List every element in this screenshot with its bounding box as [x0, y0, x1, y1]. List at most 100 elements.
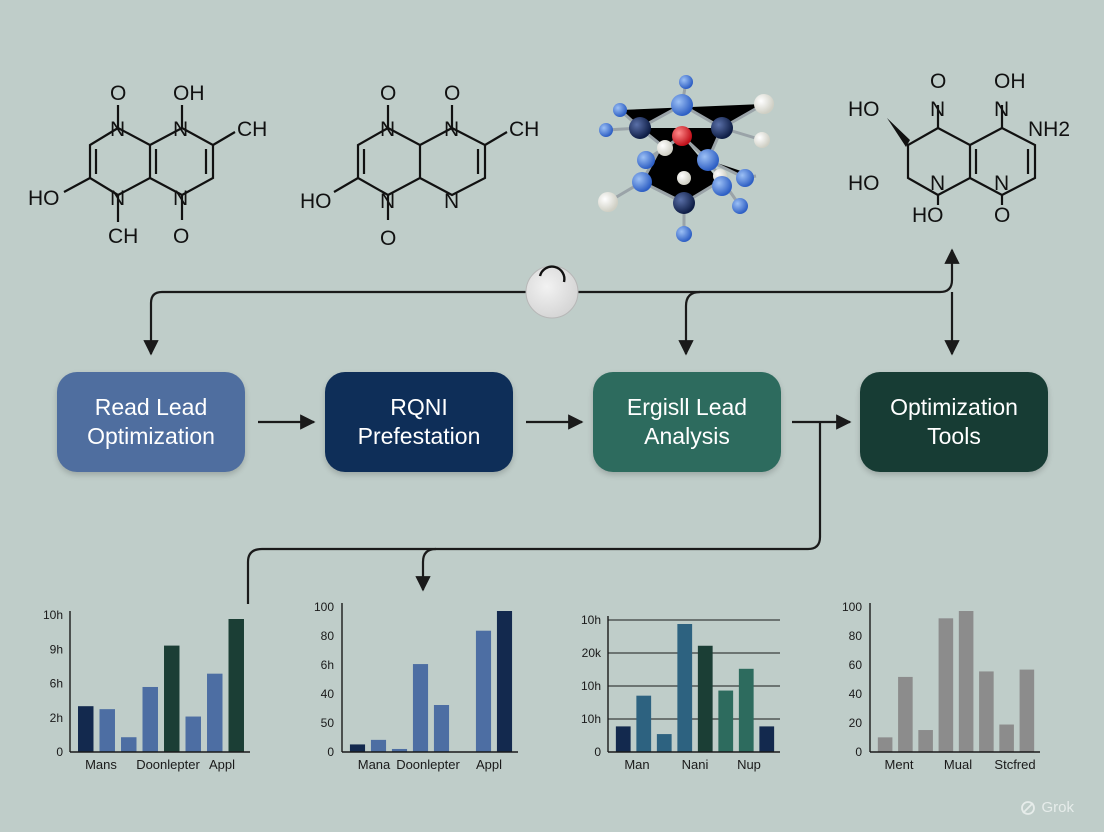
bar [697, 645, 713, 752]
step-label: RQNI Prefestation [357, 394, 481, 449]
connector-to-chart-2 [415, 547, 437, 592]
y-tick-label: 10h [581, 712, 601, 726]
atom-label: CH [108, 225, 138, 248]
y-tick-label: 0 [327, 745, 334, 759]
bar [636, 695, 652, 752]
y-tick-label: 60 [849, 658, 863, 672]
atom-label: O [173, 225, 189, 248]
molecule-1-labels: O OH N N CH HO N N CH O [28, 82, 267, 248]
atom-label: HO [28, 187, 60, 210]
bar [677, 624, 693, 752]
x-tick-label: Nup [737, 757, 761, 772]
atom-label: N [173, 118, 188, 141]
bar [938, 618, 954, 752]
x-tick-label: Nani [682, 757, 709, 772]
bar [142, 686, 158, 752]
connector-top-to-box-3 [576, 248, 960, 294]
atom-label: N [173, 187, 188, 210]
atom-label: O [444, 82, 460, 105]
atom-label: N [994, 172, 1009, 195]
step-read-lead-optimization[interactable]: Read Lead Optimization [57, 372, 245, 472]
bar [164, 645, 180, 752]
bar [99, 709, 115, 752]
bar [918, 730, 933, 752]
watermark-text: Grok [1041, 799, 1074, 816]
y-tick-label: 50 [321, 716, 335, 730]
y-tick-label: 0 [594, 745, 601, 759]
watermark: Grok [1020, 799, 1074, 816]
grok-logo-icon [1021, 800, 1036, 815]
atom-label: O [110, 82, 126, 105]
atom-label: HO [848, 172, 880, 195]
bar [656, 734, 672, 752]
bar [979, 671, 994, 752]
atom-label: N [110, 187, 125, 210]
atom-label: O [380, 227, 396, 250]
y-tick-label: 40 [321, 687, 335, 701]
atom-label: N [444, 190, 459, 213]
connector-branch-box-3 [678, 290, 701, 356]
bar [759, 726, 775, 752]
y-tick-label: 80 [321, 629, 335, 643]
atom-label: O [994, 204, 1010, 227]
atom-label: N [110, 118, 125, 141]
x-tick-label: Mans [85, 757, 117, 772]
bar [78, 706, 94, 752]
y-tick-label: 40 [849, 687, 863, 701]
molecule-4-labels: O OH HO N N NH2 HO N N HO O [848, 70, 1070, 227]
step-label: Ergisll Lead Analysis [626, 394, 748, 449]
atom-label: HO [848, 98, 880, 121]
atom-label: HO [300, 190, 332, 213]
bar [496, 611, 513, 752]
atom-label: CH [509, 118, 539, 141]
x-tick-label: Mual [944, 757, 972, 772]
molecule-2 [333, 105, 508, 220]
bar [898, 676, 913, 752]
y-tick-label: 6h [321, 658, 334, 672]
y-tick-label: 0 [855, 745, 862, 759]
atom-label: O [380, 82, 396, 105]
bar [958, 611, 974, 752]
step-label: Optimization Tools [890, 394, 1018, 449]
bar [999, 724, 1014, 752]
y-tick-label: 0 [56, 745, 63, 759]
bar [433, 705, 450, 752]
bar [738, 668, 754, 752]
bar [370, 739, 387, 752]
molecule-2-labels: O O N N CH HO N N O [300, 82, 539, 250]
atom-label: O [930, 70, 946, 93]
atom-label: N [930, 172, 945, 195]
atom-label: OH [173, 82, 205, 105]
x-tick-label: Mana [358, 757, 391, 772]
x-tick-label: Ment [885, 757, 914, 772]
atom-label: N [994, 98, 1009, 121]
wedge-bond [887, 118, 910, 147]
bar [475, 630, 492, 752]
step-ergisll-lead-analysis[interactable]: Ergisll Lead Analysis [593, 372, 781, 472]
y-tick-label: 10h [43, 608, 63, 622]
step-label: Read Lead Optimization [87, 394, 215, 449]
y-tick-label: 80 [849, 629, 863, 643]
bar [391, 748, 408, 752]
y-tick-label: 20 [849, 716, 863, 730]
bar [718, 690, 734, 752]
bar [877, 737, 893, 752]
x-tick-label: Appl [476, 757, 502, 772]
step-rqni-prefestation[interactable]: RQNI Prefestation [325, 372, 513, 472]
x-tick-label: Doonlepter [396, 757, 460, 772]
step-optimization-tools[interactable]: Optimization Tools [860, 372, 1048, 472]
bar [185, 716, 201, 752]
x-tick-label: Man [624, 757, 649, 772]
x-tick-label: Stcfred [994, 757, 1035, 772]
y-tick-label: 10h [581, 679, 601, 693]
y-tick-label: 100 [314, 600, 334, 614]
atom-label: N [380, 190, 395, 213]
atom-label: N [380, 118, 395, 141]
junction-node [525, 265, 579, 319]
y-tick-label: 6h [50, 677, 63, 691]
